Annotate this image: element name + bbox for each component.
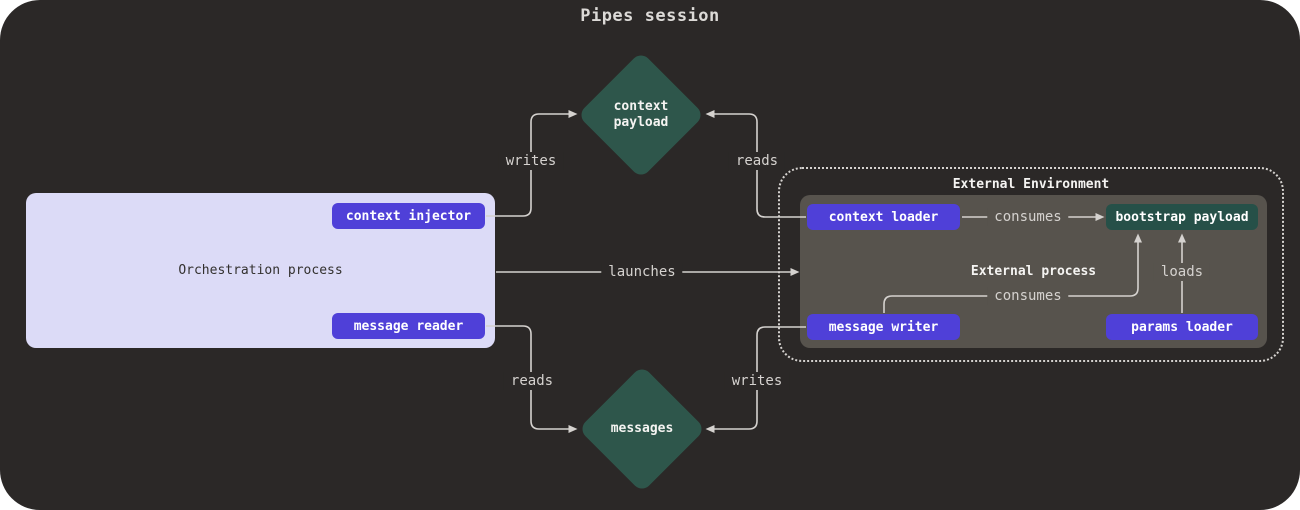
messages-node: messages bbox=[578, 365, 706, 493]
edge-label-writes-top: writes bbox=[498, 152, 564, 170]
external-environment-label: External Environment bbox=[952, 177, 1110, 192]
edge-label-reads-top: reads bbox=[728, 152, 786, 170]
edge-label-loads: loads bbox=[1153, 263, 1211, 281]
messages-label: messages bbox=[610, 420, 674, 436]
context-injector-node: context injector bbox=[332, 203, 485, 229]
bootstrap-payload-node: bootstrap payload bbox=[1106, 204, 1258, 230]
message-reader-node: message reader bbox=[332, 313, 485, 339]
edge-label-launches: launches bbox=[601, 263, 683, 281]
edge-label-consumes-loader: consumes bbox=[987, 208, 1069, 226]
orchestration-process-label: Orchestration process bbox=[178, 263, 343, 278]
diagram-title: Pipes session bbox=[580, 6, 720, 26]
context-loader-node: context loader bbox=[807, 204, 960, 230]
context-payload-node: context payload bbox=[577, 51, 705, 179]
edge-label-reads-bottom: reads bbox=[503, 372, 561, 390]
edge-label-writes-bottom: writes bbox=[724, 372, 790, 390]
message-writer-node: message writer bbox=[807, 314, 960, 340]
context-payload-label: context payload bbox=[613, 98, 669, 130]
external-environment-group: External Environment bbox=[778, 167, 1284, 362]
params-loader-node: params loader bbox=[1106, 314, 1258, 340]
edge-label-consumes-writer: consumes bbox=[987, 287, 1069, 305]
